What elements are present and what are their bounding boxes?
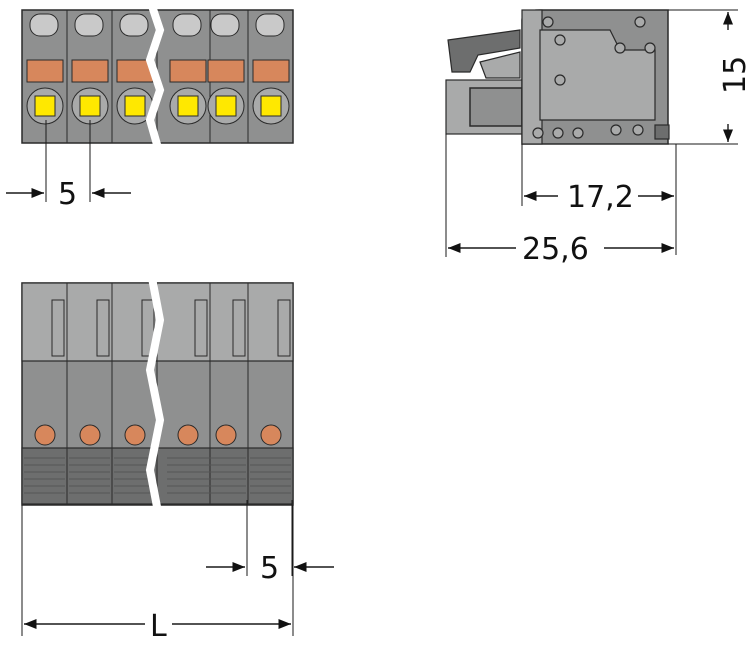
screw-contact xyxy=(34,424,56,446)
screw-contact xyxy=(79,424,101,446)
rivet xyxy=(634,16,646,28)
side-total-dimension: 25,6 xyxy=(445,134,674,267)
rivet xyxy=(554,74,566,86)
top-view-break xyxy=(145,277,165,513)
clamp-contact xyxy=(71,59,109,83)
front-pole xyxy=(169,10,211,143)
push-button xyxy=(215,95,237,117)
bottom-pitch-label: 5 xyxy=(260,551,279,586)
front-view-break xyxy=(145,4,165,150)
screw-contact xyxy=(260,424,282,446)
test-slot-icon xyxy=(210,13,240,37)
release-lever xyxy=(447,29,521,73)
side-view xyxy=(445,9,670,145)
side-depth-dimension: 17,2 xyxy=(521,144,677,255)
top-pole xyxy=(69,283,113,505)
side-depth-label: 17,2 xyxy=(567,180,634,215)
rivet xyxy=(572,127,584,139)
side-height-label: 15 xyxy=(718,56,752,94)
screw-contact xyxy=(215,424,237,446)
overall-length-dimension: L xyxy=(21,505,294,644)
front-pole xyxy=(252,10,294,143)
top-view xyxy=(21,277,294,513)
push-button xyxy=(79,95,101,117)
screw-contact xyxy=(177,424,199,446)
front-pitch-label: 5 xyxy=(58,177,77,212)
push-button xyxy=(124,95,146,117)
rivet xyxy=(644,42,656,54)
push-button xyxy=(177,95,199,117)
rivet xyxy=(542,16,554,28)
rivet xyxy=(610,124,622,136)
push-button xyxy=(34,95,56,117)
rivet xyxy=(554,34,566,46)
test-slot-icon xyxy=(74,13,104,37)
top-pole xyxy=(250,283,294,505)
top-pole xyxy=(205,283,249,505)
test-slot-icon xyxy=(29,13,59,37)
front-view xyxy=(21,4,294,150)
overall-length-label: L xyxy=(150,609,167,644)
bottom-pitch-dimension: 5 xyxy=(206,500,334,586)
screw-contact xyxy=(124,424,146,446)
rivet xyxy=(614,42,626,54)
front-pole xyxy=(71,10,113,143)
front-pitch-dimension: 5 xyxy=(6,120,131,212)
rivet xyxy=(632,124,644,136)
push-button xyxy=(260,95,282,117)
front-pole xyxy=(207,10,249,143)
clamp-contact xyxy=(207,59,245,83)
top-pole xyxy=(167,283,211,505)
side-height-dimension: 15 xyxy=(668,9,752,145)
front-pole xyxy=(26,10,68,143)
side-total-label: 25,6 xyxy=(522,232,589,267)
test-slot-icon xyxy=(119,13,149,37)
test-slot-icon xyxy=(255,13,285,37)
rivet xyxy=(552,127,564,139)
test-slot-icon xyxy=(172,13,202,37)
rivet xyxy=(532,127,544,139)
clamp-contact xyxy=(169,59,207,83)
top-pole xyxy=(24,283,68,505)
clamp-contact xyxy=(252,59,290,83)
clamp-contact xyxy=(26,59,64,83)
